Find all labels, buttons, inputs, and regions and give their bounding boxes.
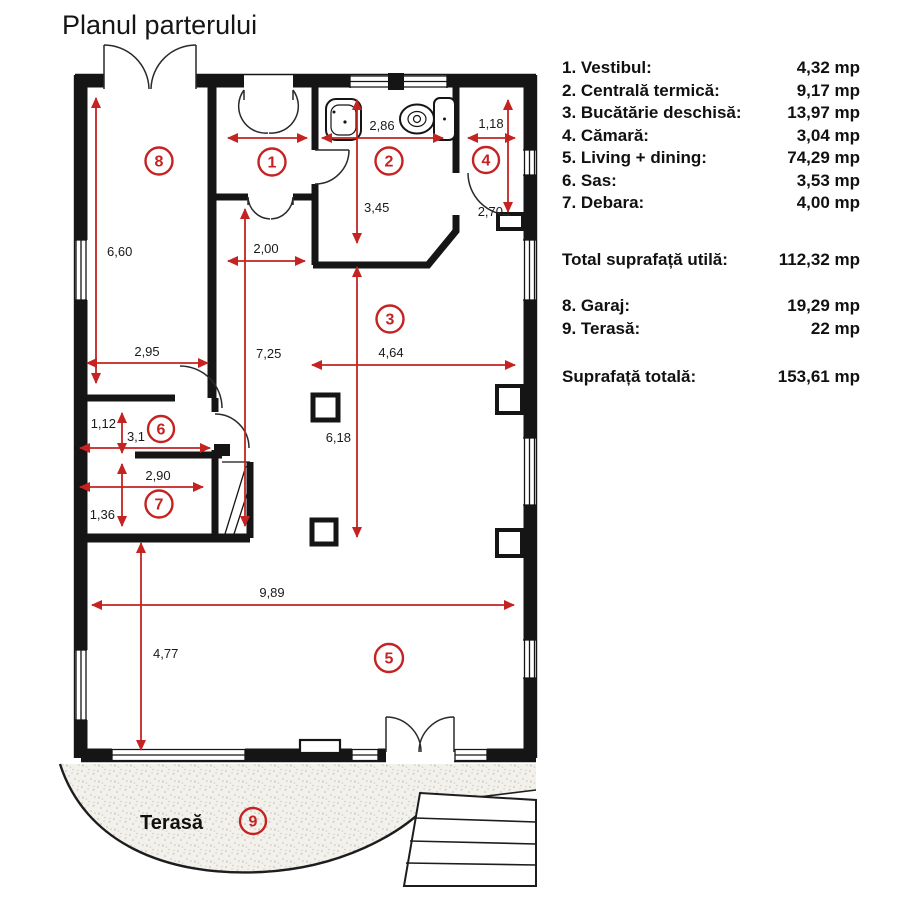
legend-row-centrala: 2. Centrală termică: 9,17 mp — [562, 80, 860, 103]
legend-row-bucatarie: 3. Bucătărie deschisă: 13,97 mp — [562, 102, 860, 125]
column — [309, 517, 339, 547]
window-mullion — [388, 73, 404, 90]
wall-pier — [496, 212, 525, 231]
dim-living-width: 9,89 — [259, 585, 284, 600]
dim-room2-width: 2,86 — [369, 118, 394, 133]
wall-pier — [495, 384, 524, 415]
dimension-arrows — [79, 97, 516, 751]
dim-debara-width: 2,90 — [145, 468, 170, 483]
legend-row-garaj: 8. Garaj: 19,29 mp — [562, 295, 860, 318]
legend-label: 5. Living + dining: — [562, 148, 707, 167]
legend-value: 4,32 mp — [796, 58, 860, 77]
dim-garage-width: 2,95 — [134, 344, 159, 359]
room-number-6: 6 — [157, 422, 166, 439]
legend-value: 4,00 mp — [796, 193, 860, 212]
legend-label: Total suprafață utilă: — [562, 249, 728, 269]
windows — [75, 73, 537, 762]
legend-row-camara: 4. Cămară: 3,04 mp — [562, 125, 860, 148]
legend-label: 8. Garaj: — [562, 296, 631, 315]
boiler — [399, 97, 456, 141]
legend-row-debara: 7. Debara: 4,00 mp — [562, 192, 860, 215]
legend-label: 1. Vestibul: — [562, 58, 652, 77]
dim-room4-height: 2,70 — [478, 204, 503, 219]
dim-kitchen-width: 4,64 — [378, 345, 403, 360]
legend-label: 4. Cămară: — [562, 125, 649, 145]
legend-value: 3,04 mp — [796, 125, 860, 145]
dim-hall-width: 2,00 — [253, 241, 278, 256]
legend-row-vestibul: 1. Vestibul: 4,32 mp — [562, 57, 860, 80]
dimension-labels: 6,60 2,95 2,86 1,18 3,45 2,70 2,00 7,25 … — [90, 116, 504, 661]
legend-label: 3. Bucătărie deschisă: — [562, 103, 742, 122]
terrace-label: Terasă — [140, 812, 204, 834]
room-numbers: 1 2 3 4 5 6 7 8 9 Terasă — [140, 145, 501, 836]
room-number-2: 2 — [385, 154, 394, 171]
wall-pier — [495, 528, 524, 558]
dim-living-height: 4,77 — [153, 646, 178, 661]
legend-value: 3,53 mp — [796, 170, 860, 190]
floorplan-drawing: 6,60 2,95 2,86 1,18 3,45 2,70 2,00 7,25 … — [58, 44, 538, 887]
dim-sas-width: 3,1 — [127, 429, 145, 444]
legend-label: Suprafață totală: — [562, 367, 697, 386]
dim-sas-height: 1,12 — [91, 416, 116, 431]
exterior-walls — [73, 73, 538, 763]
room-number-5: 5 — [385, 651, 394, 668]
terrace-steps — [402, 791, 537, 887]
legend-value: 19,29 mp — [787, 296, 860, 315]
legend-row-total: Suprafață totală: 153,61 mp — [562, 366, 860, 389]
legend-value: 13,97 mp — [787, 103, 860, 122]
room-number-3: 3 — [386, 312, 395, 329]
dim-kitchen-height: 6,18 — [326, 430, 351, 445]
legend-value: 22 mp — [810, 318, 860, 338]
legend-label: 7. Debara: — [562, 193, 645, 212]
room-number-9: 9 — [249, 814, 258, 831]
dim-garage-height: 6,60 — [107, 244, 132, 259]
legend-row-sas: 6. Sas: 3,53 mp — [562, 170, 860, 193]
page-title: Planul parterului — [62, 10, 258, 40]
legend-row-terasa: 9. Terasă: 22 mp — [562, 318, 860, 341]
doors — [103, 44, 511, 753]
room-number-7: 7 — [155, 497, 164, 514]
legend-label: 2. Centrală termică: — [562, 80, 720, 100]
terrace-area — [58, 763, 537, 887]
legend-value: 9,17 mp — [796, 80, 860, 100]
legend: 1. Vestibul: 4,32 mp 2. Centrală termică… — [562, 57, 860, 389]
chimney-bump — [298, 738, 342, 755]
room-number-4: 4 — [482, 153, 491, 170]
dim-room2-height: 3,45 — [364, 200, 389, 215]
room-number-8: 8 — [155, 154, 164, 171]
column — [310, 392, 341, 423]
legend-value: 74,29 mp — [787, 148, 860, 167]
legend-value: 153,61 mp — [777, 367, 860, 386]
legend-value: 112,32 mp — [778, 249, 860, 269]
legend-row-total-utila: Total suprafață utilă: 112,32 mp — [562, 249, 860, 272]
dim-left-height: 7,25 — [256, 346, 281, 361]
wall-notch — [214, 444, 230, 456]
legend-row-living: 5. Living + dining: 74,29 mp — [562, 147, 860, 170]
sink — [325, 98, 362, 141]
dim-room4-width: 1,18 — [478, 116, 503, 131]
legend-label: 9. Terasă: — [562, 318, 641, 338]
room-number-1: 1 — [268, 155, 277, 172]
dim-debara-height: 1,36 — [90, 507, 115, 522]
interior-walls — [81, 78, 525, 558]
legend-label: 6. Sas: — [562, 170, 617, 190]
